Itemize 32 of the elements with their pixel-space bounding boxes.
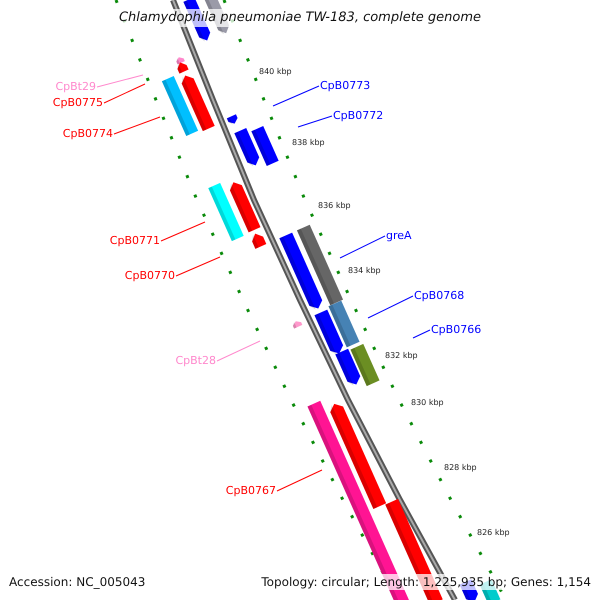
- scale-label: 840 kbp: [259, 67, 292, 77]
- leader-line: [114, 116, 160, 134]
- gene-label: CpB0775: [52, 96, 103, 110]
- leader-line: [412, 330, 430, 338]
- scale-label: 832 kbp: [385, 351, 418, 361]
- gene-label: CpB0766: [431, 323, 482, 337]
- scale-label: 826 kbp: [477, 528, 510, 538]
- scale-label: 838 kbp: [292, 138, 325, 148]
- leader-line: [298, 116, 332, 128]
- gene-label: CpB0768: [414, 289, 464, 303]
- gene-label: greA: [386, 229, 412, 243]
- gene-label: CpB0767: [226, 484, 276, 498]
- leader-line: [272, 86, 320, 106]
- gene-label: CpB0773: [320, 79, 370, 93]
- scale-label: 828 kbp: [444, 463, 477, 473]
- leader-line: [160, 222, 206, 242]
- scale-label: 836 kbp: [318, 201, 351, 211]
- scale-label: 834 kbp: [348, 266, 381, 276]
- leader-line: [276, 470, 322, 492]
- leader-line: [104, 84, 146, 104]
- leader-line: [216, 340, 260, 362]
- leader-line: [368, 296, 414, 318]
- gene-label: CpB0771: [110, 234, 160, 248]
- leader-line: [340, 236, 386, 258]
- gene-label: CpB0772: [333, 109, 384, 123]
- gene-label: CpBt28: [175, 354, 216, 368]
- leader-line: [96, 74, 144, 88]
- gene-label: CpB0774: [62, 127, 113, 141]
- gene-label: CpBt29: [55, 80, 96, 94]
- scale-label: 830 kbp: [411, 398, 444, 408]
- gene-label: CpB0770: [124, 269, 175, 283]
- leader-line: [176, 256, 220, 276]
